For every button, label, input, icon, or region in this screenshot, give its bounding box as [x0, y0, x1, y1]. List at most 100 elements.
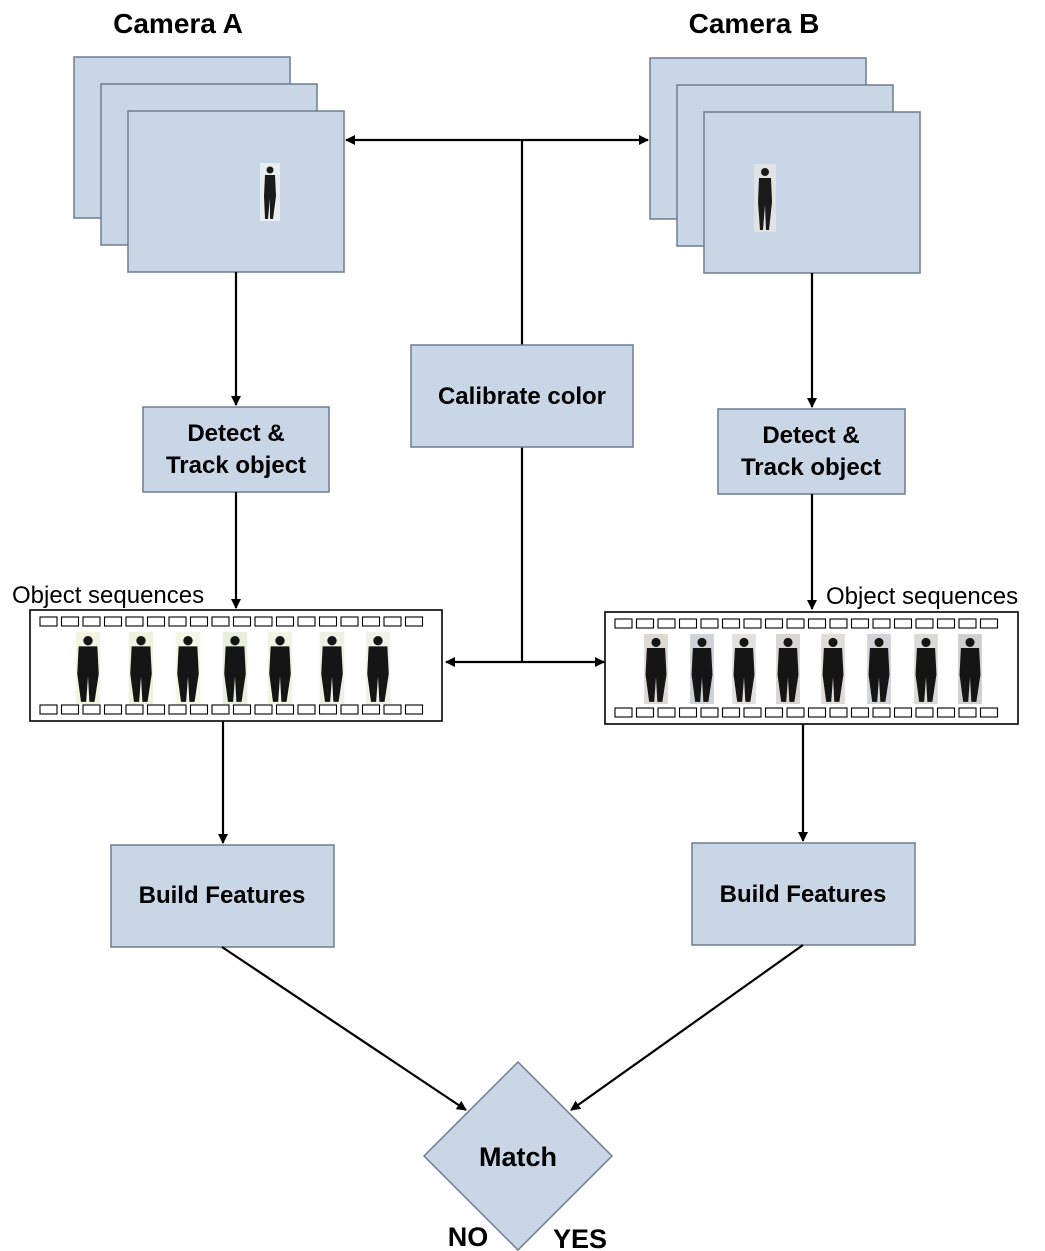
person-thumbnail — [319, 632, 345, 704]
film-perforation — [936, 707, 956, 718]
film-perforation — [743, 707, 762, 718]
film-perforation — [39, 704, 58, 715]
build-features-a-label: Build Features — [139, 882, 306, 909]
film-perforation — [850, 618, 870, 629]
film-perforation — [915, 618, 934, 629]
film-perforation — [721, 618, 741, 629]
film-perforation — [979, 707, 999, 718]
match-label: Match — [479, 1142, 557, 1172]
film-perforation — [297, 704, 316, 715]
no-label: NO — [448, 1222, 489, 1251]
film-perforation — [254, 704, 273, 715]
detect-track-box-a: Detect & Track object — [142, 406, 330, 493]
person-thumbnail — [128, 632, 154, 704]
person-thumbnail — [75, 632, 101, 704]
film-perforation — [829, 707, 848, 718]
person-thumbnail — [175, 632, 201, 704]
film-perforation — [700, 618, 719, 629]
film-perforation — [146, 704, 166, 715]
film-perforation — [872, 707, 891, 718]
film-perforation — [189, 704, 209, 715]
film-perforation — [958, 618, 977, 629]
film-perforation — [657, 707, 676, 718]
camera-b-frames — [649, 57, 921, 274]
film-perforation — [340, 616, 359, 627]
film-perforation — [275, 616, 295, 627]
film-perforation — [125, 704, 144, 715]
film-perforation — [678, 707, 698, 718]
film-perforation — [82, 616, 101, 627]
film-perforation — [764, 618, 784, 629]
film-perforation — [232, 616, 252, 627]
film-perforation — [915, 707, 934, 718]
person-thumbnail — [732, 634, 756, 704]
film-perforation — [721, 707, 741, 718]
person-thumbnail — [260, 163, 280, 221]
object-sequences-label-b: Object sequences — [826, 583, 1018, 610]
film-perforation — [297, 616, 316, 627]
film-perforation — [275, 704, 295, 715]
film-perforation — [893, 618, 913, 629]
film-perforation — [168, 616, 187, 627]
camera-a-frames — [73, 56, 345, 273]
person-thumbnail — [776, 634, 800, 704]
film-perforation — [872, 618, 891, 629]
person-thumbnail — [222, 632, 248, 704]
person-thumbnail — [644, 634, 668, 704]
person-thumbnail — [690, 634, 714, 704]
film-perforation — [807, 618, 827, 629]
detect-track-box-b: Detect & Track object — [717, 408, 906, 495]
film-perforation — [743, 618, 762, 629]
person-thumbnail — [365, 632, 391, 704]
film-perforation — [232, 704, 252, 715]
film-perforation — [82, 704, 101, 715]
detect-track-b-line2: Track object — [741, 454, 881, 481]
film-perforation — [893, 707, 913, 718]
film-perforation — [189, 616, 209, 627]
film-perforation — [829, 618, 848, 629]
yes-label: YES — [553, 1224, 607, 1251]
film-perforation — [361, 704, 381, 715]
film-perforation — [318, 704, 338, 715]
film-perforation — [125, 616, 144, 627]
film-strip-b — [604, 611, 1019, 725]
detect-track-a-line2: Track object — [166, 452, 306, 479]
build-features-box-b: Build Features — [691, 842, 916, 946]
film-perforation — [383, 704, 402, 715]
film-perforation — [254, 616, 273, 627]
film-perforation — [39, 616, 58, 627]
film-perforation — [404, 704, 424, 715]
arrow-features-b-to-match — [570, 944, 804, 1111]
person-thumbnail — [754, 164, 776, 232]
film-perforation — [318, 616, 338, 627]
arrow-features-a-to-match — [221, 946, 467, 1111]
film-perforation — [168, 704, 187, 715]
film-perforation — [850, 707, 870, 718]
film-perforation — [340, 704, 359, 715]
film-perforation — [146, 616, 166, 627]
film-perforation — [635, 707, 655, 718]
film-perforation — [700, 707, 719, 718]
film-perforation — [764, 707, 784, 718]
film-perforation — [657, 618, 676, 629]
film-perforation — [614, 707, 633, 718]
match-decision: Match — [422, 1060, 614, 1251]
film-perforation — [979, 618, 999, 629]
film-perforation — [211, 704, 230, 715]
film-perforation — [361, 616, 381, 627]
build-features-b-label: Build Features — [720, 881, 887, 908]
calibrate-color-box: Calibrate color — [410, 344, 634, 448]
build-features-box-a: Build Features — [110, 844, 335, 948]
calibrate-color-label: Calibrate color — [438, 383, 606, 410]
detect-track-b-line1: Detect & — [762, 422, 859, 449]
film-perforation — [635, 618, 655, 629]
person-thumbnail — [867, 634, 891, 704]
person-thumbnail — [914, 634, 938, 704]
film-perforation — [936, 618, 956, 629]
film-perforation — [614, 618, 633, 629]
film-perforation — [786, 618, 805, 629]
film-perforation — [103, 616, 123, 627]
person-thumbnail — [821, 634, 845, 704]
person-thumbnail — [267, 632, 293, 704]
